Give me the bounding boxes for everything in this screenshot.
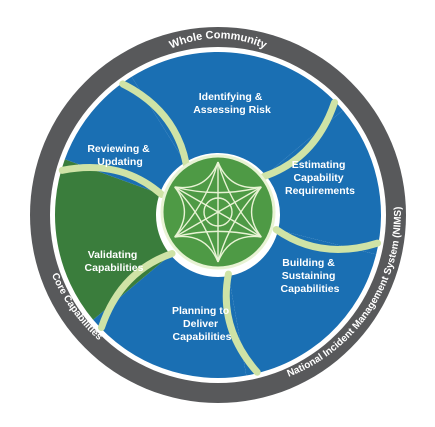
segment-planning [93, 254, 247, 378]
center-hub [160, 154, 276, 270]
segment-divider [222, 270, 261, 376]
segment-divider [260, 98, 339, 180]
segment-label-validating: Validating Capabilities [85, 249, 144, 274]
center-network-line [174, 161, 219, 189]
center-network-line [174, 186, 262, 194]
center-network-line [174, 235, 219, 263]
segment-labels: Identifying & Assessing Risk Estimating … [85, 91, 356, 343]
segment-divider [58, 164, 166, 198]
center-network-line [174, 186, 262, 238]
segments-group [54, 51, 382, 378]
segment-label-planning: Planning to Deliver Capabilities [172, 305, 232, 343]
center-network-line [174, 186, 186, 238]
segment-identifying [131, 51, 343, 176]
segment-divider [97, 250, 176, 332]
segment-estimating [265, 110, 381, 255]
center-network-line [174, 186, 219, 263]
center-network-line [217, 161, 262, 189]
center-inner-circle [203, 197, 233, 227]
segment-label-reviewing: Reviewing & Updating [87, 143, 152, 168]
segment-building [228, 229, 377, 376]
center-network-line [250, 186, 262, 238]
segment-label-identifying: Identifying & Assessing Risk [193, 91, 271, 116]
center-network-line [217, 235, 262, 263]
segment-divider [119, 80, 190, 168]
segment-label-estimating: Estimating Capability Requirements [285, 159, 355, 197]
segment-validating [54, 159, 171, 320]
center-network-line [174, 230, 262, 238]
segment-divider [272, 226, 382, 253]
segment-label-building: Building & Sustaining Capabilities [281, 257, 340, 295]
